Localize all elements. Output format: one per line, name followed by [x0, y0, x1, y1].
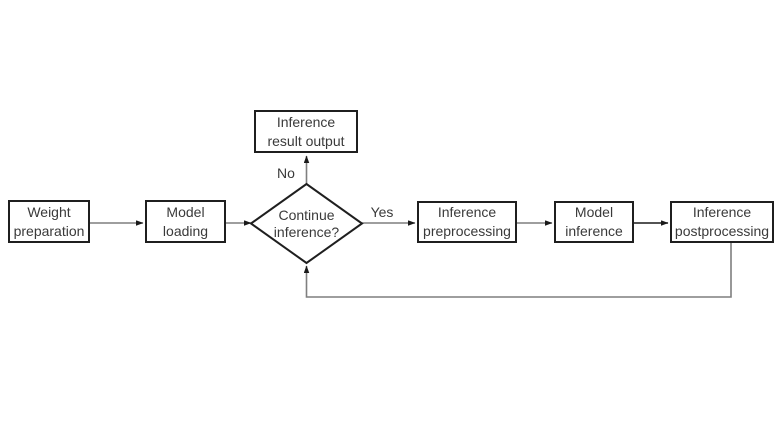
node-label-line: Inference: [276, 113, 336, 130]
process-box-inference-postprocessing: Inference postprocessing: [670, 201, 774, 243]
node-label-line: Model: [166, 203, 205, 220]
decision-diamond-shape: [249, 182, 364, 265]
process-box-inference-preprocessing: Inference preprocessing: [417, 201, 517, 243]
node-label-line: result output: [267, 132, 345, 149]
node-label-line: postprocessing: [674, 223, 770, 239]
node-label-line: preprocessing: [423, 223, 511, 239]
process-box-inference-result-output: Inference result output: [254, 110, 358, 153]
edge-label-yes: Yes: [370, 204, 394, 220]
node-label-line: inference: [565, 223, 623, 239]
edge-label-no: No: [277, 165, 295, 181]
node-label-line: Inference: [437, 204, 497, 220]
node-label-line: Inference: [692, 204, 752, 220]
feedback-loop-postprocessing-to-decision: [303, 243, 732, 298]
process-box-model-inference: Model inference: [554, 201, 634, 243]
node-label-line: Weight: [27, 203, 71, 220]
process-box-weight-preparation: Weight preparation: [8, 200, 90, 243]
node-label-line: Model: [574, 204, 614, 220]
node-label-line: preparation: [13, 222, 85, 239]
process-box-model-loading: Model loading: [145, 200, 226, 243]
node-label-line: loading: [162, 222, 209, 239]
